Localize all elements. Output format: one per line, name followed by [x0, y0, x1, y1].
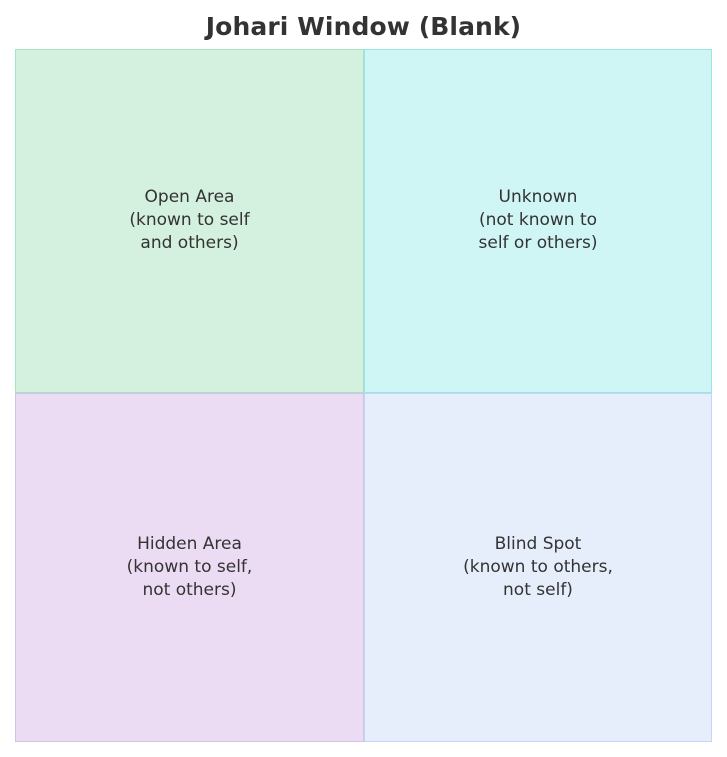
quadrant-hidden-area-label: Hidden Area (known to self, not others) [126, 533, 253, 600]
quadrant-hidden-area[interactable]: Hidden Area (known to self, not others) [15, 393, 364, 742]
quadrant-open-area[interactable]: Open Area (known to self and others) [15, 49, 364, 393]
quadrant-open-area-label: Open Area (known to self and others) [129, 187, 250, 254]
quadrant-unknown-label: Unknown (not known to self or others) [478, 187, 598, 254]
quadrant-blind-spot[interactable]: Blind Spot (known to others, not self) [364, 393, 712, 742]
johari-window-grid: Open Area (known to self and others) Unk… [15, 49, 712, 742]
page-title: Johari Window (Blank) [205, 12, 522, 41]
quadrant-blind-spot-label: Blind Spot (known to others, not self) [463, 533, 613, 600]
quadrant-unknown[interactable]: Unknown (not known to self or others) [364, 49, 712, 393]
